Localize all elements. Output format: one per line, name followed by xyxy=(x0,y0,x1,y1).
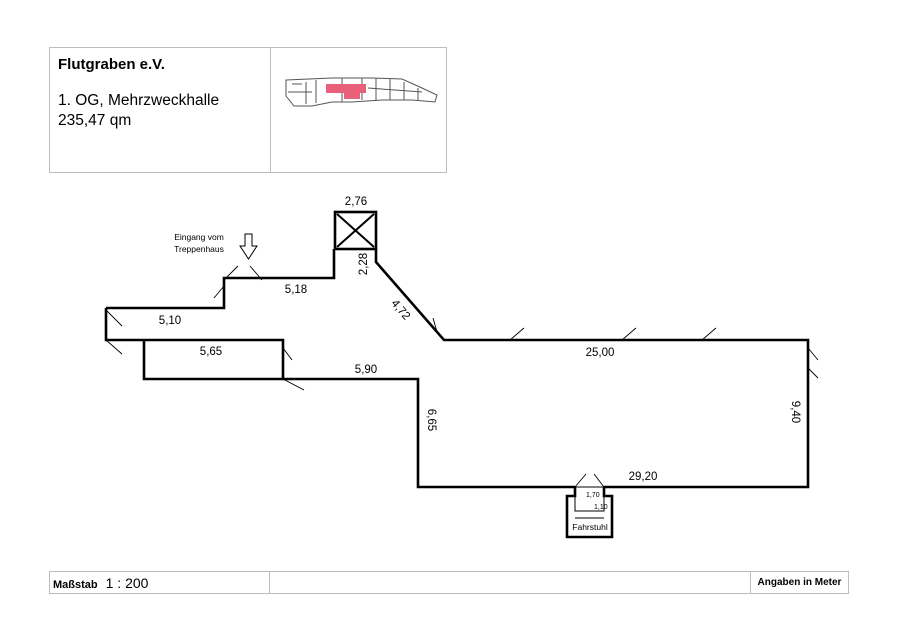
stair-cross xyxy=(336,213,375,248)
dim-4-72: 4,72 xyxy=(389,298,413,323)
dim-29-20: 29,20 xyxy=(629,471,658,483)
highlighted-room-marker xyxy=(326,84,366,93)
scale-bar: Maßstab 1 : 200 Angaben in Meter xyxy=(49,571,849,594)
title-text-cell: Flutgraben e.V. 1. OG, Mehrzweckhalle 23… xyxy=(50,48,271,172)
location-thumbnail xyxy=(272,48,448,172)
elevator-dim-b: 1,10 xyxy=(594,504,608,511)
entrance-label-line1: Eingang vom xyxy=(174,232,224,242)
door-marks xyxy=(105,265,819,488)
dim-5-18: 5,18 xyxy=(285,284,307,296)
scale-value: 1 : 200 xyxy=(105,575,149,591)
title-block: Flutgraben e.V. 1. OG, Mehrzweckhalle 23… xyxy=(49,47,447,173)
scale-cell: Maßstab 1 : 200 xyxy=(50,572,270,593)
dim-5-10: 5,10 xyxy=(159,315,181,327)
dim-5-65: 5,65 xyxy=(200,346,222,358)
walls xyxy=(104,210,810,539)
elevator-label: Fahrstuhl xyxy=(572,522,608,532)
floor-room: 1. OG, Mehrzweckhalle xyxy=(58,92,220,109)
scale-label: Maßstab xyxy=(53,579,98,591)
elevator-dim-a: 1,70 xyxy=(586,492,600,499)
dim-5-90: 5,90 xyxy=(355,364,377,376)
organization-name: Flutgraben e.V. xyxy=(58,56,165,73)
dim-9-40: 9,40 xyxy=(789,401,801,423)
dim-25-00: 25,00 xyxy=(586,347,615,359)
units-note: Angaben in Meter xyxy=(750,572,848,593)
area: 235,47 qm xyxy=(58,112,132,129)
entrance-label-line2: Treppenhaus xyxy=(174,244,224,254)
overview-map xyxy=(285,77,438,107)
entrance-arrow-icon xyxy=(239,233,258,260)
highlighted-room-marker-lower xyxy=(344,92,360,99)
dim-6-65: 6,65 xyxy=(425,409,437,431)
elevator-inner xyxy=(574,486,605,519)
dim-2-28: 2,28 xyxy=(358,253,370,275)
dim-2-76: 2,76 xyxy=(345,196,367,208)
